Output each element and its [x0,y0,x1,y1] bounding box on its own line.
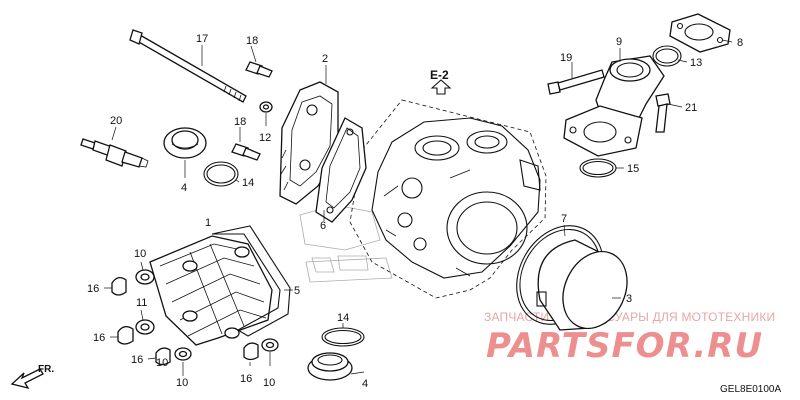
direction-label: FR. [38,364,54,375]
part-cap-nut-b [117,325,134,345]
part-spark-plug [80,138,149,168]
callout-4-lower: 4 [362,378,368,390]
cylinder-head-outline [349,99,547,299]
part-head-cover [149,235,273,346]
part-stud-bolt [129,29,247,103]
callout-17: 17 [196,33,208,45]
callout-10-a: 10 [134,248,146,260]
callout-19: 19 [560,52,572,64]
part-o-ring-15 [579,158,617,178]
callout-21: 21 [685,102,697,114]
callout-9: 9 [616,36,622,48]
callout-2: 2 [322,53,328,65]
part-gasket [315,117,367,223]
view-marker-e2: E-2 [430,68,452,95]
part-washer-10c [261,338,279,352]
callout-12: 12 [259,132,271,144]
part-side-cover [536,239,628,331]
callout-13: 13 [690,57,702,69]
part-bolt-upper [245,61,273,78]
leader-lines [104,39,733,376]
callout-16-b: 16 [93,332,105,344]
watermark-line1: ЗАПЧАСТИ И АКСЕССУАРЫ ДЛЯ МОТОТЕХНИКИ [484,310,775,324]
callout-3: 3 [626,293,632,305]
part-cap-lower [307,352,353,381]
callout-5: 5 [294,285,300,297]
part-washer-11 [135,319,155,335]
part-cover-gasket [211,225,291,337]
callout-18-lower: 18 [234,116,246,128]
part-bolt-19 [547,69,605,95]
callout-10-b: 10 [176,377,188,389]
part-washer-10b [174,347,192,361]
watermark: ЗАПЧАСТИ И АКСЕССУАРЫ ДЛЯ МОТОТЕХНИКИ PA… [484,310,775,366]
part-cap-nut-d [243,342,259,361]
front-direction-indicator: FR. [10,364,54,390]
callout-15: 15 [627,163,639,175]
part-bolt-21 [655,93,671,133]
callout-labels: 1 2 3 4 4 5 6 7 8 9 10 10 10 10 11 12 13… [87,33,743,390]
callout-11: 11 [136,297,147,309]
callout-6: 6 [320,220,326,232]
part-cap-nut-a [111,276,127,296]
part-cap-nut-c [155,347,171,366]
callout-8: 8 [737,37,743,49]
callout-20: 20 [110,115,122,127]
watermark-line2: PARTSFOR.RU [486,326,763,366]
arrow-front-icon [10,368,44,390]
part-o-ring-13 [652,45,682,67]
diagram-code: GEL8E0100A [720,384,781,395]
callout-10-c: 10 [263,377,275,389]
callout-16-c: 16 [131,354,143,366]
view-marker-label: E-2 [430,68,449,82]
part-o-ring-lower [321,327,365,347]
callout-10-d: 10 [156,357,168,369]
callout-16-d: 16 [240,373,252,385]
callout-7: 7 [561,213,567,225]
callout-14-upper: 14 [242,177,254,189]
callout-18-upper: 18 [246,35,258,47]
callout-14-lower: 14 [337,312,349,324]
part-intake-pipe [563,55,665,157]
part-cap-upper [163,127,207,159]
callout-4-upper: 4 [181,182,187,194]
part-washer-12 [259,101,273,113]
callout-16-a: 16 [87,283,99,295]
part-bolt-lower [231,143,261,161]
part-flange [669,13,731,53]
arrow-up-icon [430,79,452,95]
part-washer-10a [135,269,155,285]
part-o-ring-upper [203,161,239,187]
honda-emblem [299,204,393,283]
callout-1: 1 [205,217,211,229]
